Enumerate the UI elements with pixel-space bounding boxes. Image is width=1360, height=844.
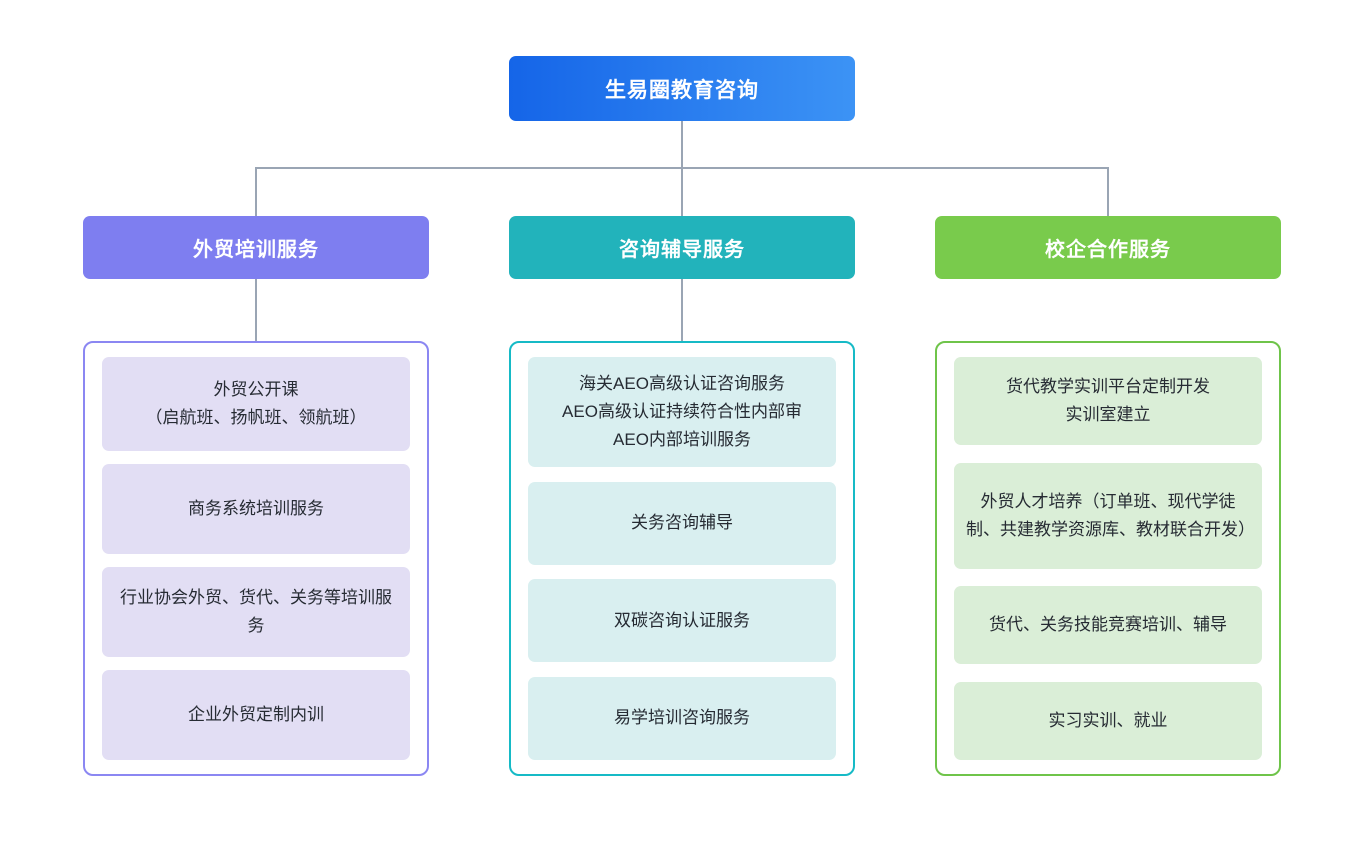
service-card[interactable]: 货代、关务技能竞赛培训、辅导 xyxy=(954,586,1262,665)
root-node-label: 生易圈教育咨询 xyxy=(605,78,759,102)
service-card[interactable]: 商务系统培训服务 xyxy=(102,464,410,554)
branch-body-school-enterprise-cooperation: 货代教学实训平台定制开发 实训室建立 外贸人才培养（订单班、现代学徒制、共建教学… xyxy=(935,341,1281,776)
service-card[interactable]: 外贸人才培养（订单班、现代学徒制、共建教学资源库、教材联合开发） xyxy=(954,462,1262,569)
service-card[interactable]: 行业协会外贸、货代、关务等培训服务 xyxy=(102,567,410,657)
connector-horizontal-bus xyxy=(255,167,1108,169)
branch-header-school-enterprise-cooperation[interactable]: 校企合作服务 xyxy=(935,216,1281,279)
service-card[interactable]: 外贸公开课 （启航班、扬帆班、领航班） xyxy=(102,357,410,451)
service-card[interactable]: 货代教学实训平台定制开发 实训室建立 xyxy=(954,357,1262,445)
branch-column-foreign-trade-training: 外贸培训服务 外贸公开课 （启航班、扬帆班、领航班） 商务系统培训服务 行业协会… xyxy=(83,216,429,776)
connector-branch-2 xyxy=(681,167,683,216)
service-card[interactable]: 实习实训、就业 xyxy=(954,681,1262,760)
service-card[interactable]: 企业外贸定制内训 xyxy=(102,670,410,760)
branch-column-consulting-tutoring: 咨询辅导服务 海关AEO高级认证咨询服务 AEO高级认证持续符合性内部审 AEO… xyxy=(509,216,855,776)
branch-column-school-enterprise-cooperation: 校企合作服务 货代教学实训平台定制开发 实训室建立 外贸人才培养（订单班、现代学… xyxy=(935,216,1281,776)
branch-header-label: 咨询辅导服务 xyxy=(619,239,745,261)
connector-root-stem xyxy=(681,121,683,168)
connector-branch-3 xyxy=(1107,167,1109,216)
branch-header-label: 外贸培训服务 xyxy=(193,239,319,261)
service-card[interactable]: 关务咨询辅导 xyxy=(528,481,836,565)
branch-header-foreign-trade-training[interactable]: 外贸培训服务 xyxy=(83,216,429,279)
branch-body-foreign-trade-training: 外贸公开课 （启航班、扬帆班、领航班） 商务系统培训服务 行业协会外贸、货代、关… xyxy=(83,341,429,776)
connector-branch-1 xyxy=(255,167,257,216)
branch-header-label: 校企合作服务 xyxy=(1045,239,1171,261)
service-card[interactable]: 海关AEO高级认证咨询服务 AEO高级认证持续符合性内部审 AEO内部培训服务 xyxy=(528,357,836,467)
branch-body-consulting-tutoring: 海关AEO高级认证咨询服务 AEO高级认证持续符合性内部审 AEO内部培训服务 … xyxy=(509,341,855,776)
root-node[interactable]: 生易圈教育咨询 xyxy=(509,56,855,121)
branch-header-consulting-tutoring[interactable]: 咨询辅导服务 xyxy=(509,216,855,279)
service-card[interactable]: 双碳咨询认证服务 xyxy=(528,579,836,663)
service-card[interactable]: 易学培训咨询服务 xyxy=(528,676,836,760)
